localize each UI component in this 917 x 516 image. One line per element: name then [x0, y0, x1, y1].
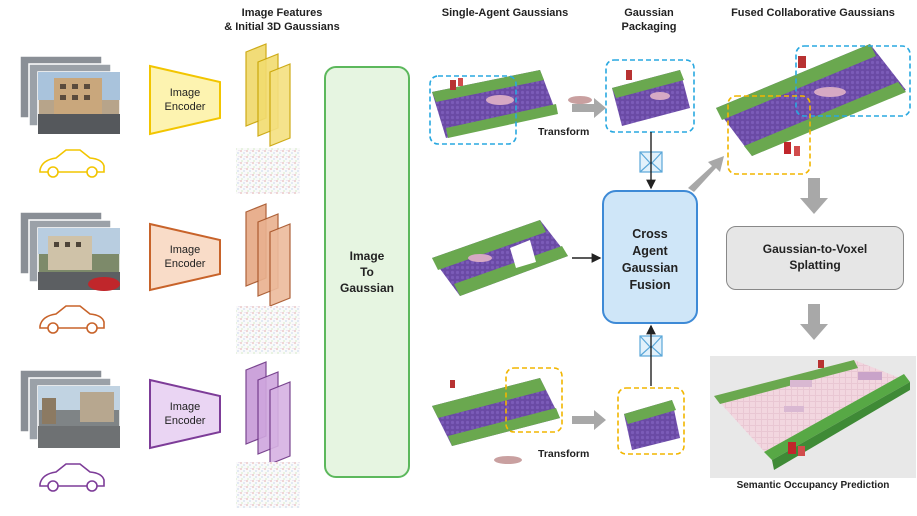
header-packaging: Gaussian Packaging: [621, 7, 677, 33]
header-fused: Fused Collaborative Gaussians: [731, 7, 895, 19]
semantic-occupancy-render: [710, 356, 916, 478]
single-agent-gaussians-3: [432, 367, 563, 464]
header-single-agent: Single-Agent Gaussians: [441, 7, 569, 19]
arrow-splatting-to-occupancy: [800, 304, 828, 340]
camera-stack-agent-2: [19, 211, 121, 291]
transform-arrow-1: [572, 98, 606, 118]
feature-maps-agent-1: [245, 43, 291, 147]
encoder-shape-agent-1: [149, 64, 221, 136]
gaussian-to-voxel-splatting-block: Gaussian-to-Voxel Splatting: [726, 226, 904, 290]
car-icon-agent-1: [39, 149, 105, 178]
gaussian-to-voxel-splatting-label: Gaussian-to-Voxel Splatting: [762, 242, 868, 272]
single-agent-gaussians-1: [429, 70, 558, 145]
image-to-gaussian-block: Image To Gaussian: [324, 66, 410, 478]
cross-agent-fusion-block: Cross Agent Gaussian Fusion: [602, 190, 698, 324]
encoder-label-agent-2: Image Encoder: [164, 244, 206, 270]
header-features: Image Features & Initial 3D Gaussians: [224, 7, 340, 33]
camera-stack-agent-3: [19, 369, 121, 449]
initial-gaussians-agent-1: [236, 148, 300, 194]
encoder-shape-agent-2: [149, 222, 221, 292]
arrow-fused-to-splatting: [800, 178, 828, 214]
single-agent-gaussians-2: [432, 220, 568, 296]
transform-label-1: Transform: [538, 126, 590, 138]
transform-arrow-3: [572, 410, 606, 430]
fused-gaussians: [716, 44, 911, 175]
packaged-gaussians-1: [605, 59, 695, 133]
transform-label-3: Transform: [538, 448, 590, 460]
encoder-shape-agent-3: [149, 378, 221, 450]
feature-maps-agent-3: [245, 361, 291, 465]
initial-gaussians-agent-3: [236, 462, 300, 508]
arrow-fusion-to-fused: [688, 156, 724, 192]
initial-gaussians-agent-2: [236, 306, 300, 354]
cross-agent-fusion-label: Cross Agent Gaussian Fusion: [621, 227, 679, 292]
encoder-label-agent-1: Image Encoder: [164, 87, 206, 113]
image-to-gaussian-label: Image To Gaussian: [339, 249, 395, 295]
encoder-label-agent-3: Image Encoder: [164, 401, 206, 427]
car-icon-agent-3: [39, 463, 105, 492]
packaged-gaussians-3: [617, 387, 685, 455]
occupancy-caption: Semantic Occupancy Prediction: [736, 480, 890, 491]
camera-stack-agent-1: [19, 55, 121, 135]
feature-maps-agent-2: [245, 203, 291, 307]
car-icon-agent-2: [39, 305, 105, 334]
